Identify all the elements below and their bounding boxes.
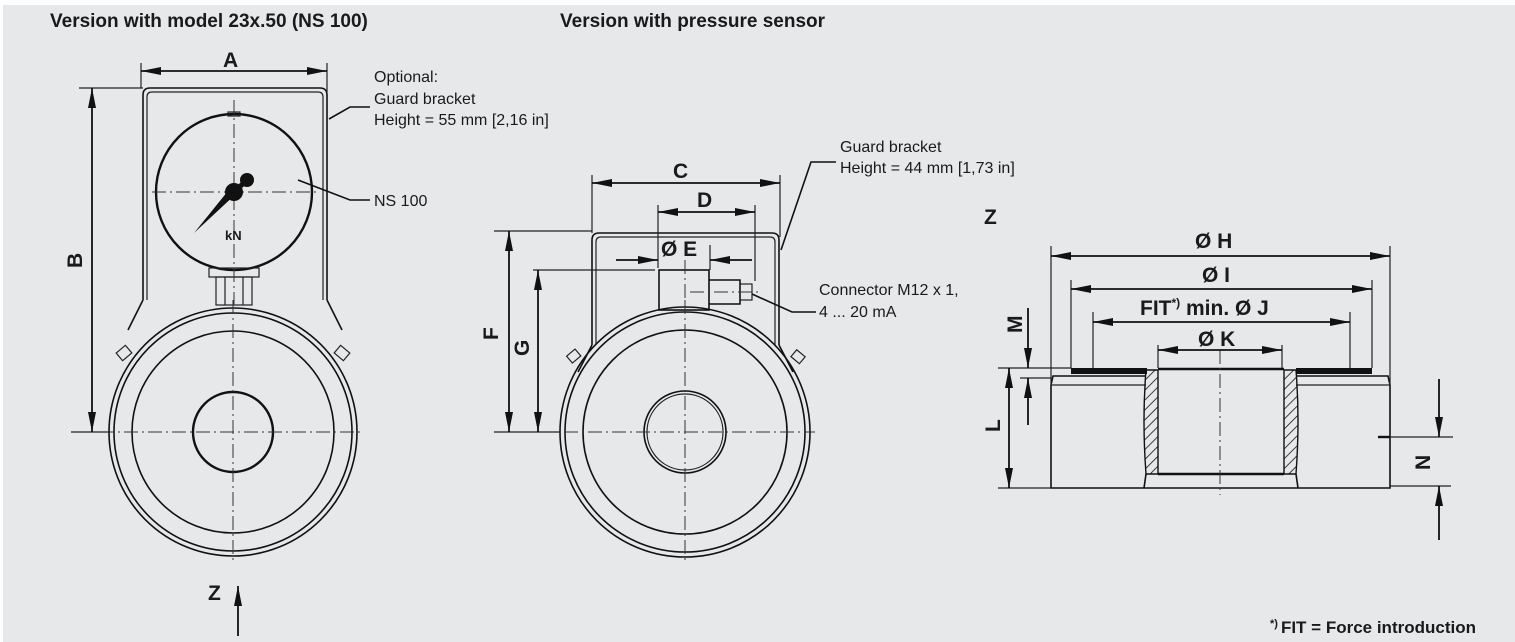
bracket-screw-icon bbox=[565, 348, 582, 364]
dim-F: F bbox=[480, 327, 503, 340]
dim-K: Ø K bbox=[1198, 328, 1235, 351]
callout-guard-bracket-middle: Guard bracket bbox=[840, 139, 942, 156]
dim-N: N bbox=[1412, 455, 1435, 470]
callout-guard-height: Height = 55 mm [2,16 in] bbox=[374, 112, 549, 129]
dim-G: G bbox=[511, 340, 534, 356]
dim-C: C bbox=[673, 160, 688, 183]
callout-guard-height-middle: Height = 44 mm [1,73 in] bbox=[840, 160, 1015, 177]
dim-D: D bbox=[697, 189, 712, 212]
pressure-sensor bbox=[658, 260, 760, 312]
callout-connector: Connector M12 x 1, bbox=[819, 282, 959, 299]
left-view: Version with model 23x.50 (NS 100) bbox=[50, 11, 549, 636]
right-view-z: Z Ø H Ø I bbox=[982, 206, 1453, 540]
middle-view-title: Version with pressure sensor bbox=[560, 11, 826, 32]
callout-optional: Optional: bbox=[374, 69, 438, 86]
middle-view: Version with pressure sensor bbox=[480, 11, 1015, 562]
guard-bracket-middle bbox=[565, 232, 807, 373]
pressure-gauge: kN bbox=[152, 100, 316, 306]
dim-J: FIT*) min. Ø J bbox=[1140, 296, 1269, 320]
bracket-screw-icon bbox=[790, 348, 807, 365]
bracket-screw-icon bbox=[333, 344, 351, 362]
dim-A: A bbox=[223, 49, 238, 72]
footnote: *)FIT = Force introduction bbox=[1270, 618, 1476, 637]
callout-guard-bracket: Guard bracket bbox=[374, 91, 476, 108]
section-body bbox=[1050, 350, 1391, 495]
view-label-z: Z bbox=[984, 206, 997, 229]
load-cell-body-left bbox=[100, 300, 362, 562]
gauge-needle-icon bbox=[194, 173, 254, 233]
guard-bracket-left bbox=[115, 87, 351, 362]
callout-connector-signal: 4 ... 20 mA bbox=[819, 304, 897, 321]
dim-H: Ø H bbox=[1195, 230, 1232, 253]
load-cell-body-middle bbox=[540, 300, 815, 562]
dim-E: Ø E bbox=[661, 238, 697, 261]
bracket-screw-icon bbox=[115, 344, 133, 362]
left-view-title: Version with model 23x.50 (NS 100) bbox=[50, 11, 368, 32]
dim-M: M bbox=[1004, 316, 1027, 334]
dim-I: Ø I bbox=[1202, 264, 1230, 287]
gauge-unit: kN bbox=[225, 228, 242, 243]
dim-L: L bbox=[982, 419, 1005, 432]
callout-gauge: NS 100 bbox=[374, 193, 427, 210]
dim-B: B bbox=[64, 253, 87, 268]
view-marker-z: Z bbox=[208, 582, 221, 605]
